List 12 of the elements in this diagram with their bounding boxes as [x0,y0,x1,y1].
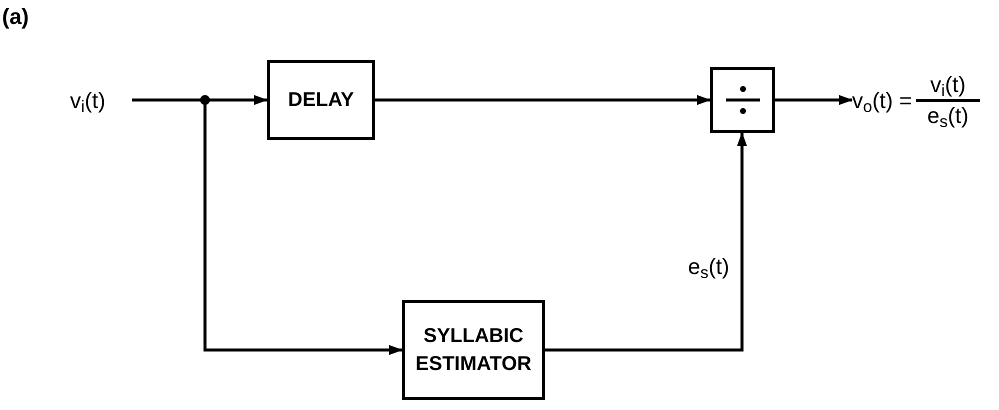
panel-label: (a) [2,3,29,31]
process-box [402,300,545,400]
box-label: DELAY [287,88,355,113]
process-box [267,60,375,140]
denominator: e$_{s}$(t) [927,102,969,130]
output-expression: v$_{o}$(t) = [852,86,912,116]
box-label: SYLLABIC ESTIMATOR [414,324,532,377]
signal-arrow [375,95,711,105]
signal-arrow [775,95,853,105]
input-signal-label: v$_{i}$(t) [70,86,106,116]
signal-arrow [545,132,747,352]
numerator: v$_{i}$(t) [930,70,966,98]
